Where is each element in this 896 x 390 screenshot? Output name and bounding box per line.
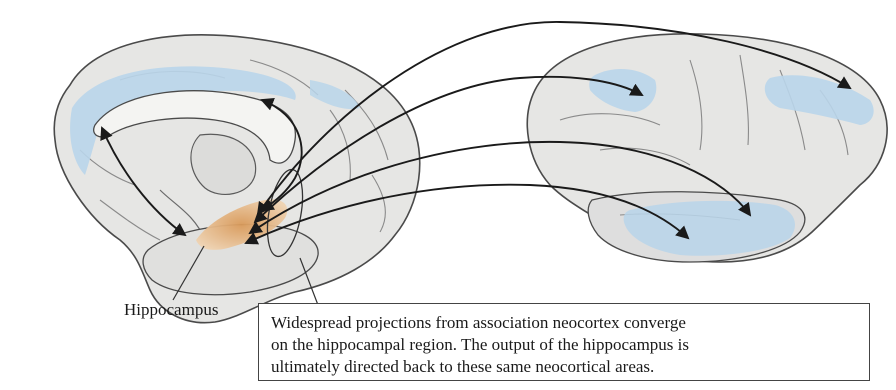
hippocampus-label: Hippocampus: [124, 300, 218, 320]
caption-line: on the hippocampal region. The output of…: [271, 334, 857, 356]
caption-line: Widespread projections from association …: [271, 312, 857, 334]
caption-box: Widespread projections from association …: [258, 303, 870, 381]
caption-line: ultimately directed back to these same n…: [271, 356, 857, 378]
medial-brain-view: [54, 35, 420, 323]
lateral-brain-view: [527, 34, 887, 262]
